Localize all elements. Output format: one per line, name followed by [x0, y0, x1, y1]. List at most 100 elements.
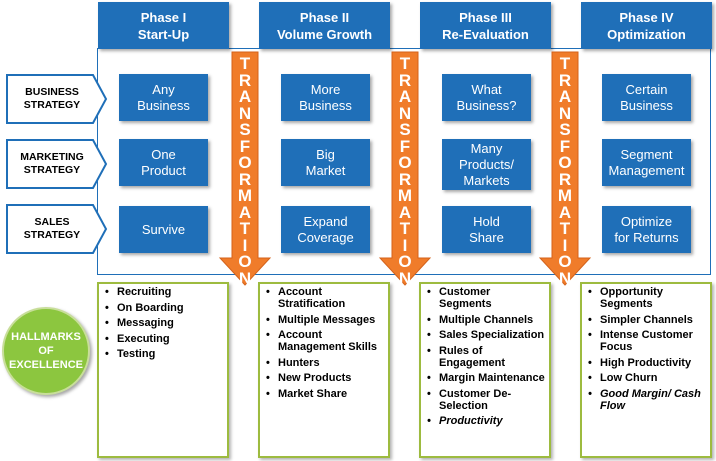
transformation-letter: O [398, 153, 412, 172]
row-label-arrows [6, 74, 108, 254]
hallmark-item: Executing [103, 333, 223, 345]
hallmark-item: New Products [264, 372, 384, 384]
transformation-letter: T [399, 219, 411, 238]
sales-strategy-chevron [6, 204, 108, 254]
phase-4-title: Phase IV [619, 9, 674, 25]
transformation-letter: F [239, 136, 251, 156]
transformation-arrow-1 [218, 51, 272, 286]
cell-sales-phase-1: Survive [119, 206, 208, 253]
hallmark-item: Rules of Engagement [425, 345, 545, 369]
hallmark-item: Opportunity Segments [586, 286, 706, 310]
transformation-arrows [218, 51, 592, 286]
transformation-letter: M [237, 186, 253, 205]
transformation-letter: N [238, 103, 252, 123]
hallmarks-phase-1-list: RecruitingOn BoardingMessagingExecutingT… [103, 286, 223, 360]
transformation-letter: I [242, 235, 248, 255]
hallmark-item: Intense Customer Focus [586, 329, 706, 353]
hallmark-item: Testing [103, 348, 223, 360]
transformation-letter: N [558, 103, 572, 123]
transformation-letter: R [238, 169, 252, 189]
transformation-letter: R [238, 70, 252, 90]
transformation-letter: F [559, 136, 571, 156]
transformation-letter: R [558, 169, 572, 189]
transformation-letter: T [239, 219, 251, 238]
transformation-letter: R [558, 70, 572, 90]
cell-sales-phase-3: Hold Share [442, 206, 531, 253]
transformation-letter: A [558, 202, 572, 222]
transformation-letter: S [399, 120, 411, 139]
hallmark-item: Multiple Channels [425, 314, 545, 326]
transformation-letter: O [558, 252, 572, 271]
hallmark-item: Margin Maintenance [425, 372, 545, 384]
transformation-letter: I [562, 235, 568, 255]
transformation-letter: N [398, 268, 412, 288]
row-label-marketing-strategy: MARKETING STRATEGY [20, 151, 84, 176]
row-label-business-strategy: BUSINESS STRATEGY [23, 86, 81, 111]
cell-sales-phase-4: Optimize for Returns [602, 206, 691, 253]
transformation-letter: T [239, 54, 251, 73]
hallmark-item: High Productivity [586, 357, 706, 369]
cell-marketing-phase-4: Segment Management [602, 139, 691, 186]
phase-2-header: Phase II Volume Growth [259, 2, 390, 49]
cell-marketing-phase-3: Many Products/ Markets [442, 139, 531, 190]
hallmark-item: Customer De-Selection [425, 388, 545, 412]
business-strategy-chevron [6, 74, 108, 124]
transformation-letter: M [397, 186, 413, 205]
cell-business-phase-1: Any Business [119, 74, 208, 121]
hallmark-item: Account Stratification [264, 286, 384, 310]
phase-1-title: Phase I [140, 9, 187, 25]
hallmark-item: On Boarding [103, 302, 223, 314]
transformation-letter: O [238, 252, 252, 271]
hallmark-item: Productivity [425, 415, 545, 427]
transformation-letter: O [398, 252, 412, 271]
marketing-strategy-chevron [6, 139, 108, 189]
hallmark-item: Good Margin/ Cash Flow [586, 388, 706, 412]
cell-marketing-phase-2: Big Market [281, 139, 370, 186]
transformation-letter: A [238, 87, 252, 106]
hallmark-item: Recruiting [103, 286, 223, 298]
phase-1-header: Phase I Start-Up [98, 2, 229, 49]
cell-marketing-phase-1: One Product [119, 139, 208, 186]
hallmarks-phase-4-list: Opportunity SegmentsSimpler ChannelsInte… [586, 286, 706, 412]
hallmark-item: Low Churn [586, 372, 706, 384]
hallmarks-phase-3: Customer SegmentsMultiple ChannelsSales … [419, 282, 551, 458]
phase-2-title: Phase II [299, 9, 350, 25]
transformation-letter: S [559, 120, 571, 139]
transformation-letter: O [558, 153, 572, 172]
transformation-letter: T [559, 54, 571, 73]
cell-sales-phase-2: Expand Coverage [281, 206, 370, 253]
transformation-letter: R [398, 169, 412, 189]
transformation-letter: N [238, 268, 252, 288]
transformation-letter: A [558, 87, 572, 106]
cell-business-phase-3: What Business? [442, 74, 531, 121]
transformation-letter: T [559, 219, 571, 238]
hallmark-item: Multiple Messages [264, 314, 384, 326]
transformation-letter: M [557, 186, 573, 205]
phase-1-subtitle: Start-Up [137, 26, 190, 42]
hallmark-item: Customer Segments [425, 286, 545, 310]
hallmarks-of-excellence-badge: HALLMARKS OF EXCELLENCE [2, 307, 90, 395]
transformation-arrow-3 [538, 51, 592, 286]
transformation-letter: T [399, 54, 411, 73]
transformation-letter: S [239, 120, 251, 139]
hallmark-item: Account Management Skills [264, 329, 384, 353]
hallmark-item: Sales Specialization [425, 329, 545, 341]
cell-business-phase-4: Certain Business [602, 74, 691, 121]
hallmarks-phase-1: RecruitingOn BoardingMessagingExecutingT… [97, 282, 229, 458]
hallmarks-phase-4: Opportunity SegmentsSimpler ChannelsInte… [580, 282, 712, 458]
transformation-letter: A [238, 202, 252, 222]
transformation-letter: N [558, 268, 572, 288]
phase-2-subtitle: Volume Growth [276, 26, 373, 42]
transformation-letter: I [402, 235, 408, 255]
transformation-letter: A [398, 202, 412, 222]
cell-business-phase-2: More Business [281, 74, 370, 121]
transformation-letter: F [399, 136, 411, 156]
phase-3-title: Phase III [459, 9, 512, 25]
hallmark-item: Simpler Channels [586, 314, 706, 326]
row-label-sales-strategy: SALES STRATEGY [23, 216, 81, 241]
transformation-letter: O [238, 153, 252, 172]
transformation-arrow-2 [378, 51, 432, 286]
